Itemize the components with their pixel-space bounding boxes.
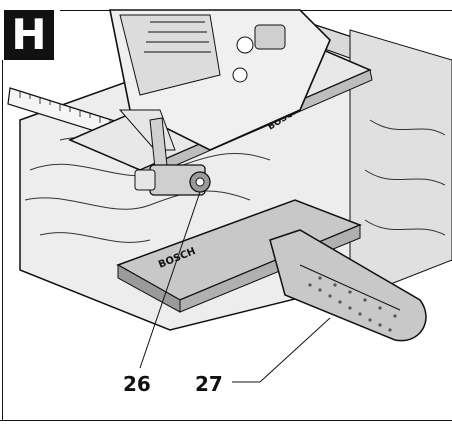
frame-bottom-rule: [0, 420, 452, 421]
circle-cutter-guide: BOSCH: [116, 199, 427, 342]
jigsaw-body: [109, 9, 331, 179]
frame-left-rule: [2, 60, 3, 420]
figure-label: H: [4, 10, 54, 60]
callout-leaders: [139, 191, 331, 383]
guide-clamp: [134, 164, 211, 196]
callout-27: 27: [195, 372, 223, 396]
callout-26: 26: [123, 372, 151, 396]
